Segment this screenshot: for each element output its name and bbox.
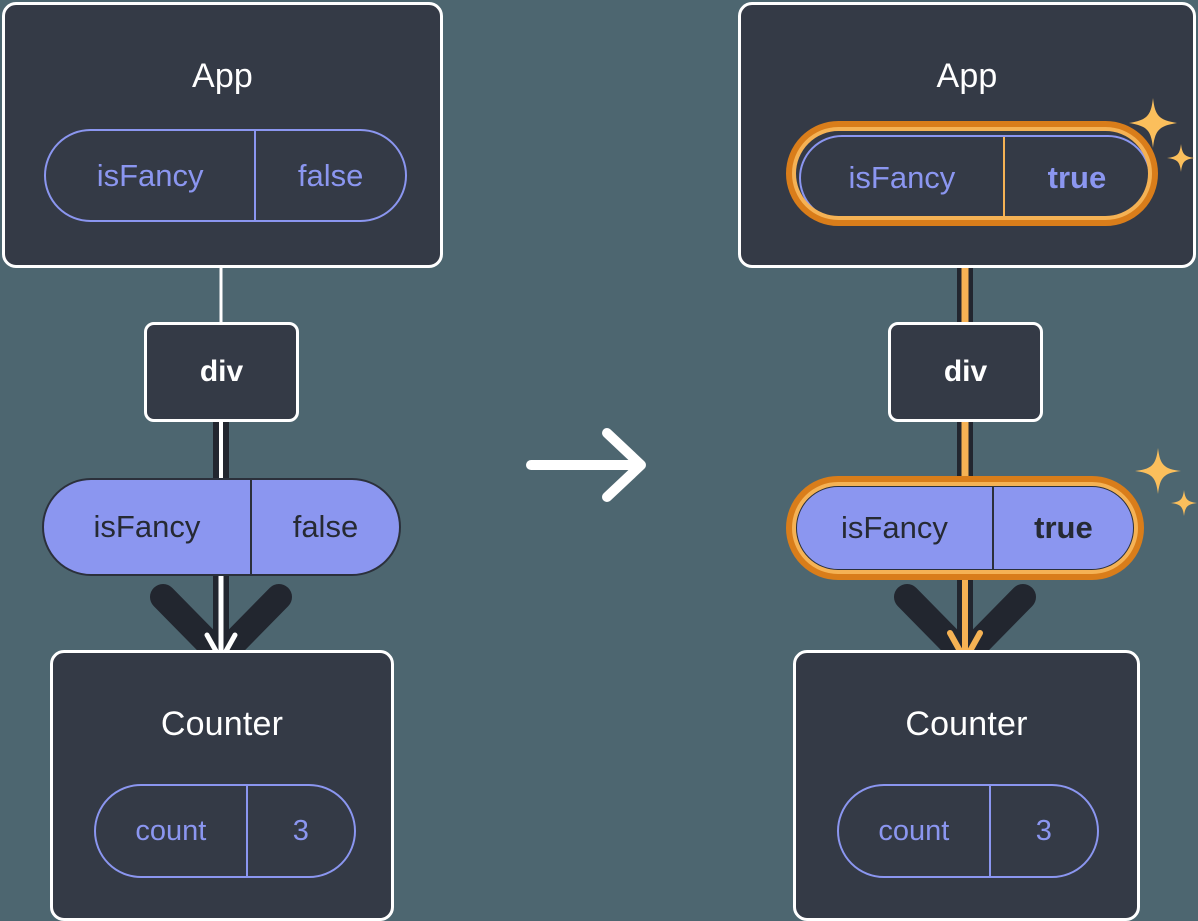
prop-name-before: isFancy — [93, 509, 201, 544]
host-div-label-after: div — [943, 355, 988, 388]
app-panel-title-before: App — [191, 57, 254, 95]
counter-state-name-before: count — [135, 814, 207, 847]
app-panel-before: App isFancy false — [2, 2, 443, 268]
counter-state-pill-before: count 3 — [94, 784, 356, 878]
counter-panel-title-before: Counter — [160, 705, 284, 743]
prop-value-before: false — [249, 480, 399, 574]
prop-pill-before: isFancy false — [42, 478, 401, 576]
host-div-label-before: div — [199, 355, 244, 388]
app-state-value-after: true — [1002, 137, 1149, 219]
app-state-pill-before: isFancy false — [44, 129, 407, 222]
app-state-name-before: isFancy — [96, 157, 204, 193]
app-state-name-after: isFancy — [848, 160, 956, 195]
host-div-box-before: div — [144, 322, 299, 422]
counter-state-value-before: 3 — [245, 786, 354, 876]
app-state-pill-after: isFancy true — [799, 135, 1151, 221]
counter-panel-before: Counter count 3 — [50, 650, 394, 921]
counter-panel-after: Counter count 3 — [793, 650, 1140, 921]
counter-panel-title-after: Counter — [905, 705, 1028, 743]
prop-name-after: isFancy — [841, 510, 948, 545]
transition-arrow-right-icon — [526, 428, 646, 502]
prop-pill-after: isFancy true — [795, 485, 1135, 571]
app-state-value-before: false — [254, 131, 405, 220]
prop-value-after: true — [991, 487, 1133, 569]
counter-state-value-after: 3 — [988, 786, 1097, 876]
app-panel-after: App isFancy true — [738, 2, 1196, 268]
host-div-box-after: div — [888, 322, 1043, 422]
counter-state-pill-after: count 3 — [837, 784, 1099, 878]
counter-state-name-after: count — [878, 814, 950, 847]
app-panel-title-after: App — [936, 57, 998, 95]
